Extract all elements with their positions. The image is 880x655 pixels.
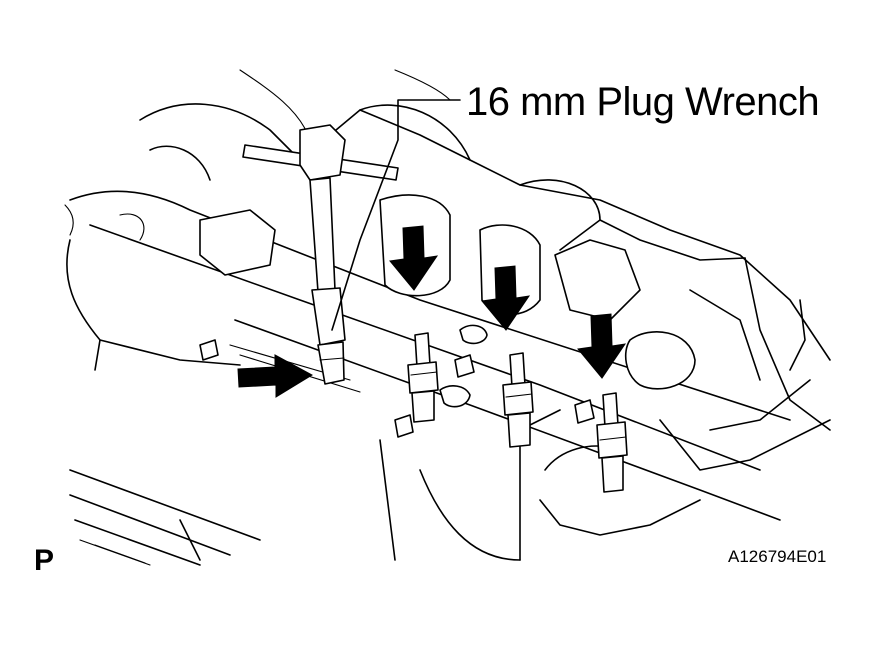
figure-id: A126794E01 <box>728 547 827 566</box>
spark-plug-icon <box>596 392 628 493</box>
down-arrow-icon <box>481 265 531 331</box>
right-arrow-icon <box>237 354 314 398</box>
engine-head-outline <box>64 69 831 566</box>
wrench-callout-label: 16 mm Plug Wrench <box>466 80 820 124</box>
corner-mark: P <box>34 544 55 577</box>
down-arrow-icon <box>577 313 627 379</box>
down-arrow-icon <box>389 225 439 291</box>
spark-plug-icon <box>407 332 439 423</box>
callout-leader <box>331 99 461 331</box>
spark-plug-icon <box>502 352 534 448</box>
plug-wrench-icon <box>242 124 399 385</box>
